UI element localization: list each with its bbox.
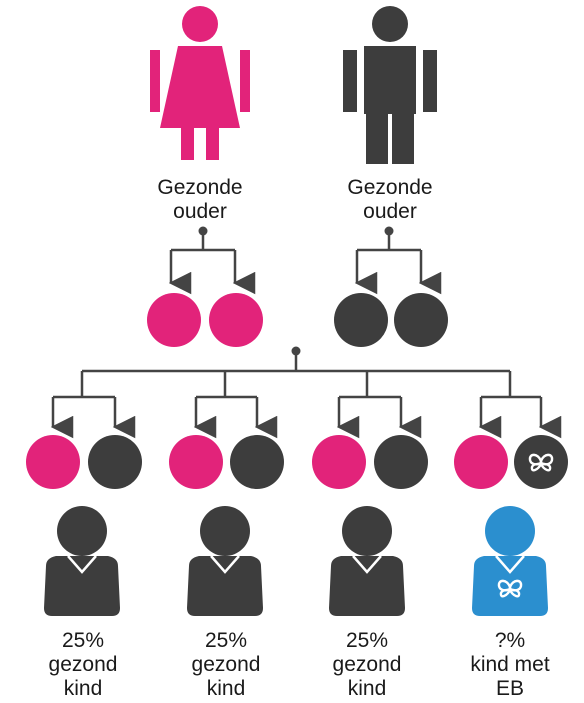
parent-2-allele-1 <box>334 293 388 347</box>
child-4-label-line-2: kind met <box>470 653 550 676</box>
child-icon-1 <box>44 506 120 616</box>
child-2-allele-2 <box>230 435 284 489</box>
child-3-label-line-3: kind <box>347 677 387 700</box>
male-parent-icon <box>343 6 437 164</box>
parent-alleles <box>147 293 448 347</box>
female-parent-label-line-1: Gezonde <box>157 176 243 199</box>
child-4-label: ?% kind met EB <box>440 629 580 701</box>
parent-1-allele-1 <box>147 293 201 347</box>
child-figures <box>44 506 548 616</box>
child-2-label-line-1: 25% <box>204 629 248 652</box>
child-1-allele-2 <box>88 435 142 489</box>
child-icon-3 <box>329 506 405 616</box>
child-2-allele-1 <box>169 435 223 489</box>
child-1-allele-1 <box>26 435 80 489</box>
child-3-label-line-1: 25% <box>345 629 389 652</box>
female-parent-connector <box>168 226 256 295</box>
child-icon-2 <box>187 506 263 616</box>
male-parent-label-line-2: ouder <box>363 200 417 223</box>
female-parent-label: Gezonde ouder <box>130 176 270 224</box>
child-1-label-line-2: gezond <box>48 653 118 676</box>
child-4-allele-1 <box>454 435 508 489</box>
child-4-label-line-1: ?% <box>494 629 526 652</box>
parent-2-allele-2 <box>394 293 448 347</box>
child-connectors <box>50 371 562 439</box>
child-2-label-line-3: kind <box>206 677 246 700</box>
female-parent-icon <box>150 6 250 160</box>
male-parent-connector <box>354 226 442 295</box>
female-parent-label-line-2: ouder <box>173 200 227 223</box>
child-3-allele-1 <box>312 435 366 489</box>
child-2-label-line-2: gezond <box>191 653 261 676</box>
parent-1-allele-2 <box>209 293 263 347</box>
child-4-label-line-3: EB <box>495 677 524 700</box>
child-eb-icon-4 <box>472 506 548 616</box>
child-3-label: 25% gezond kind <box>297 629 437 701</box>
child-3-label-line-2: gezond <box>332 653 402 676</box>
child-alleles <box>26 435 568 489</box>
child-1-label-line-1: 25% <box>61 629 105 652</box>
child-1-label: 25% gezond kind <box>13 629 153 701</box>
child-3-allele-2 <box>374 435 428 489</box>
male-parent-label-line-1: Gezonde <box>347 176 433 199</box>
male-parent-label: Gezonde ouder <box>320 176 460 224</box>
offspring-distribution-connector <box>82 346 510 373</box>
child-1-label-line-3: kind <box>63 677 103 700</box>
child-2-label: 25% gezond kind <box>156 629 296 701</box>
